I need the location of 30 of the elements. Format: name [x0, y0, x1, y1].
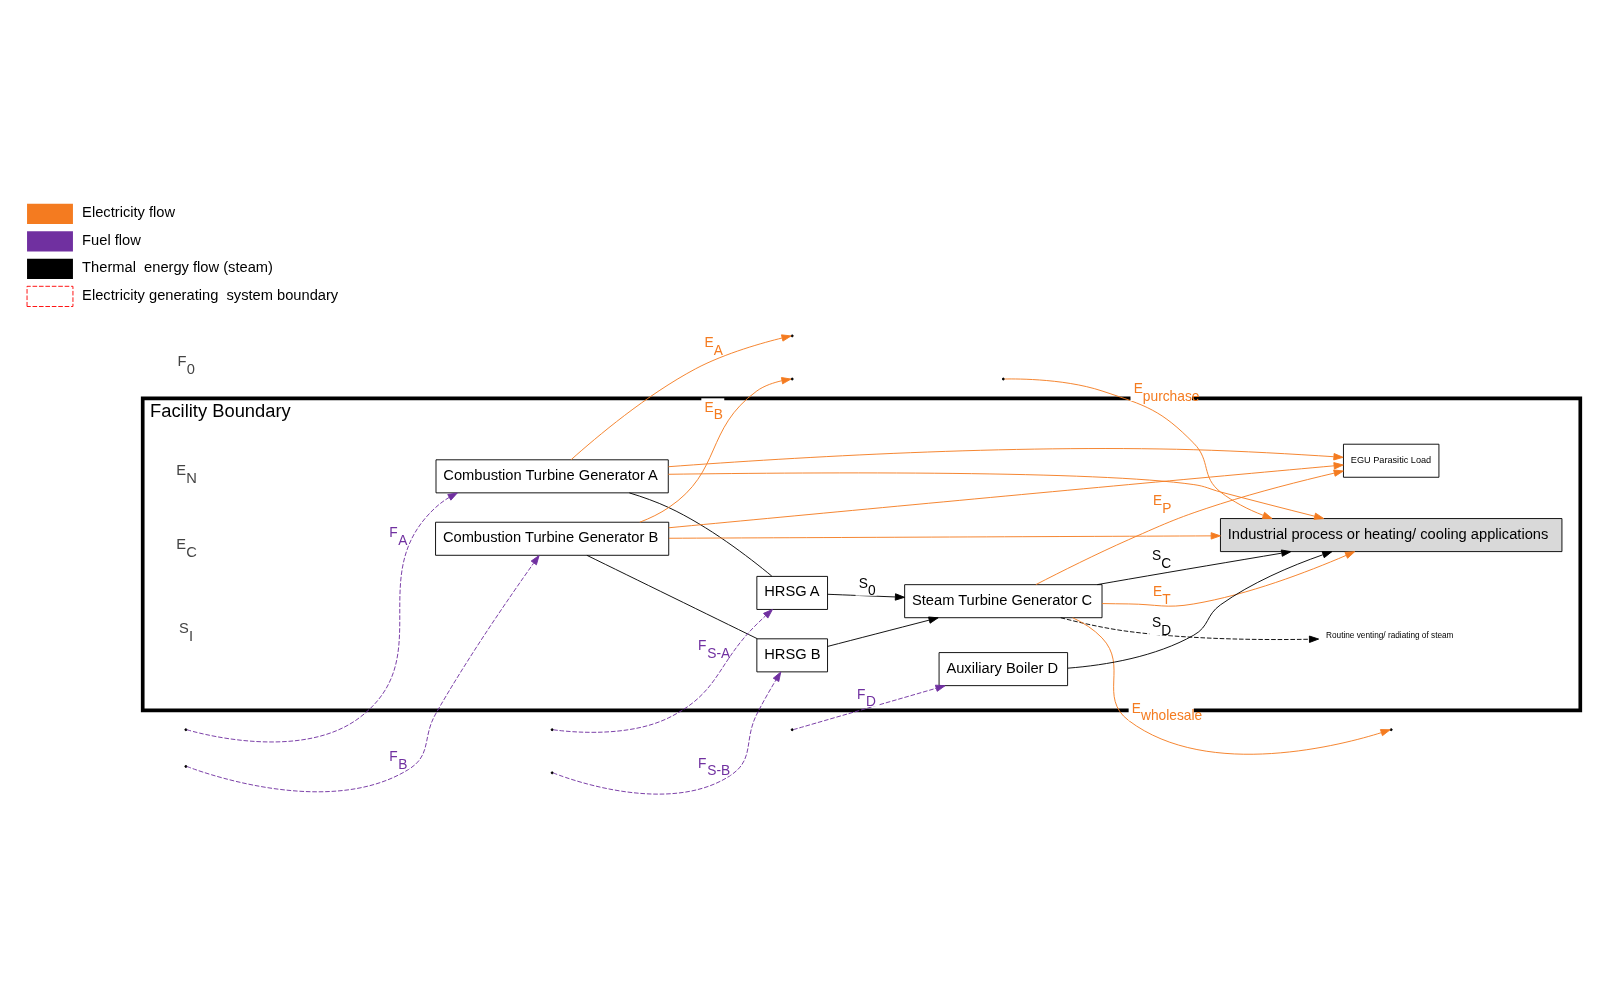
arrow: [827, 616, 939, 647]
node-box: Combustion Turbine Generator A: [435, 459, 669, 494]
arrow: [668, 448, 1344, 468]
legend-label: Electricity flow: [82, 204, 176, 221]
connector: [586, 554, 758, 640]
legend-label: Electricity generating system boundary: [82, 286, 339, 303]
node-box: HRSG B: [756, 638, 828, 673]
arrow: [667, 472, 1325, 520]
arrow: [1072, 617, 1391, 755]
arrow: [186, 555, 540, 793]
arrow: [827, 593, 905, 601]
node-text: Routine venting/ radiating of steam: [1326, 631, 1454, 641]
arrow: [552, 609, 773, 733]
legend-label: Fuel flow: [82, 231, 141, 248]
arrow: [639, 377, 792, 523]
node-box: Auxiliary Boiler D: [938, 652, 1069, 687]
legend-label: Thermal energy flow (steam): [82, 259, 273, 276]
arrow: [1035, 469, 1344, 586]
node-box: Combustion Turbine Generator B: [435, 521, 670, 556]
arrow: [186, 492, 458, 743]
node-box: Steam Turbine Generator C: [904, 584, 1103, 619]
node-box: HRSG A: [756, 575, 828, 610]
connector: [628, 492, 773, 577]
node-box: EGU Parasitic Load: [1343, 443, 1440, 478]
arrow: [1067, 551, 1333, 669]
node-box: Industrial process or heating/ cooling applications: [1220, 518, 1563, 553]
arrow: [668, 462, 1344, 529]
arrow: [1060, 617, 1320, 643]
arrow: [552, 671, 782, 795]
arrow: [668, 532, 1221, 540]
